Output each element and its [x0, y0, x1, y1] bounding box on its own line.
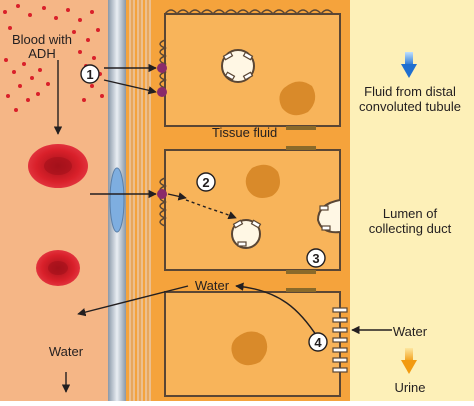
- basement-membrane: [129, 0, 151, 401]
- tubule-cell-bottom: [164, 291, 341, 397]
- step-2-marker: 2: [196, 172, 216, 192]
- label-convoluted-tubule: convoluted tubule: [359, 99, 461, 114]
- svg-text:4: 4: [314, 335, 322, 350]
- label-urine: Urine: [394, 380, 425, 395]
- nucleus-top: [279, 81, 316, 116]
- svg-text:1: 1: [86, 67, 93, 82]
- svg-text:2: 2: [202, 175, 209, 190]
- urine-flow-arrow: [401, 348, 417, 374]
- step-1-marker: 1: [80, 64, 100, 84]
- tubule-cell-top: [159, 9, 341, 127]
- adh-receptors: [157, 63, 167, 199]
- label-blood-with: Blood with: [12, 32, 72, 47]
- endothelium-region: [0, 0, 112, 401]
- step-4-marker: 4: [308, 332, 328, 352]
- vesicle-middle: [231, 219, 261, 249]
- aquaporin-channels: [332, 307, 348, 373]
- step-3-marker: 3: [306, 248, 326, 268]
- nucleus-bottom: [231, 331, 268, 366]
- label-fluid-from-distal: Fluid from distal: [364, 84, 456, 99]
- label-adh: ADH: [28, 46, 55, 61]
- label-water-lumen: Water: [393, 324, 428, 339]
- label-collecting-duct: collecting duct: [369, 221, 452, 236]
- label-water-tissue: Water: [195, 278, 230, 293]
- label-lumen-of: Lumen of: [383, 206, 438, 221]
- svg-text:3: 3: [312, 251, 319, 266]
- label-tissue-fluid: Tissue fluid: [212, 125, 277, 140]
- endothelial-nucleus: [109, 167, 125, 233]
- filtrate-flow-arrow: [401, 52, 417, 78]
- label-water-blood: Water: [49, 344, 84, 359]
- nucleus-middle: [245, 164, 280, 198]
- adh-molecules: [3, 4, 104, 112]
